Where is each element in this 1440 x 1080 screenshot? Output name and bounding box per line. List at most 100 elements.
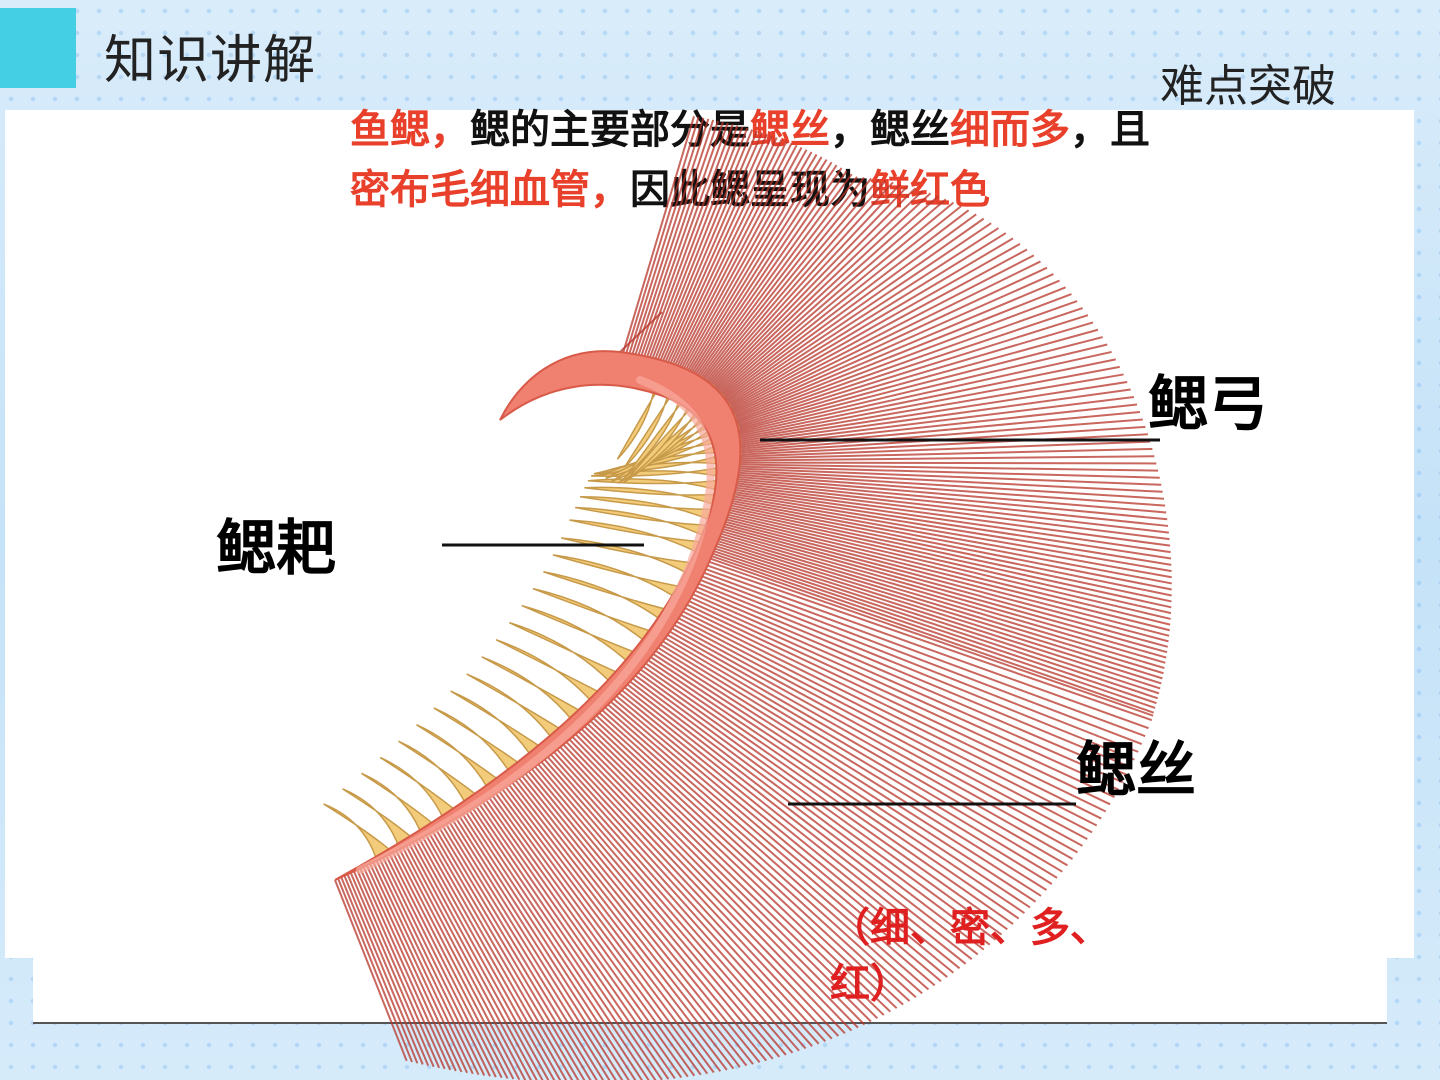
gill-filament-line: [553, 751, 820, 1045]
gill-filament-line: [732, 266, 1048, 415]
gill-filament-line: [712, 552, 1157, 705]
gill-filament-line: [640, 121, 724, 356]
note-line-1: （细、密、多、: [830, 904, 1110, 951]
gill-filament-line: [625, 116, 700, 354]
gill-filament-line: [568, 738, 853, 1032]
gill-filament-line: [721, 205, 962, 397]
gill-filament-line: [577, 730, 872, 1023]
gill-filament-line: [684, 607, 1107, 813]
gill-filament-line: [729, 509, 1172, 609]
gill-filament-line: [698, 170, 848, 377]
gill-filament-line: [378, 858, 486, 1076]
gill-filament-line: [571, 736, 859, 1029]
gill-filament-line: [727, 513, 1171, 620]
gill-filament-line: [733, 495, 1172, 573]
gill-filament-line: [646, 123, 734, 357]
gill-filament-line: [408, 843, 538, 1080]
gill-filament-line: [687, 153, 818, 371]
gill-filament-line: [451, 819, 617, 1080]
gill-filament-line: [671, 627, 1079, 854]
gill-filament-line: [372, 861, 474, 1075]
gill-filament-line: [694, 589, 1128, 776]
gill-filament-line: [685, 151, 813, 370]
gill-filament-line: [680, 614, 1098, 827]
gill-filament-line: [734, 286, 1066, 420]
gill-filament-line: [689, 156, 823, 372]
gill-filament-line: [738, 471, 1165, 500]
gill-filament-line: [639, 668, 1008, 931]
gill-filament-line: [721, 530, 1167, 659]
section-subtitle: 难点突破: [1160, 61, 1336, 112]
gill-filament-line: [481, 801, 676, 1079]
gill-filament-line: [619, 311, 663, 353]
gill-filament-line: [498, 790, 709, 1075]
gill-filament-line: [717, 540, 1163, 680]
gill-filament-line: [589, 720, 898, 1009]
gill-filament-line: [716, 542, 1162, 685]
gill-filament-line: [365, 864, 463, 1073]
gill-filament-line: [737, 328, 1099, 430]
gill-filament-line: [382, 857, 491, 1077]
gill-filament-line: [730, 504, 1172, 597]
gill-raker-tooth: [416, 724, 509, 798]
gill-filament-line: [595, 714, 911, 1002]
gill-filament-line: [359, 868, 452, 1071]
gill-filament-line: [723, 209, 970, 399]
gill-filament-line: [385, 855, 497, 1078]
gill-filament-line: [708, 180, 887, 384]
gill-filament-line: [739, 467, 1162, 486]
gill-filament-line: [735, 488, 1171, 554]
desc-segment: ，鳃丝: [830, 106, 950, 153]
gill-filament-line: [421, 836, 562, 1080]
gill-filament-line: [669, 630, 1074, 860]
gill-filament-line: [707, 564, 1153, 722]
gill-filament-line: [696, 167, 843, 376]
gill-filament-line: [700, 173, 853, 378]
gill-filament-line: [736, 307, 1083, 425]
gill-filament-line: [734, 493, 1172, 566]
gill-filament-line: [445, 823, 605, 1080]
gill-filament-line: [664, 637, 1063, 873]
gill-filament-line: [728, 511, 1172, 615]
gill-filament-line: [682, 610, 1102, 820]
gill-filament-line: [461, 813, 637, 1080]
gill-filament-line: [501, 788, 715, 1074]
gill-filament-line: [654, 127, 749, 359]
gill-filament-line: [657, 646, 1047, 891]
gill-filament-line: [580, 728, 879, 1020]
gill-filament-line: [713, 185, 909, 388]
gill-filaments: [334, 116, 1172, 1080]
gill-filament-line: [732, 500, 1172, 585]
gill-raker-tooth: [379, 756, 463, 826]
gill-filament-line: [362, 866, 457, 1072]
gill-filament-line: [634, 674, 997, 941]
desc-segment: ，且: [1070, 106, 1150, 153]
gill-filament-line: [740, 388, 1131, 445]
gill-filament-line: [610, 700, 942, 983]
gill-filament-line: [680, 146, 803, 368]
gill-filament-line: [375, 860, 480, 1076]
gill-filament-line: [740, 396, 1135, 447]
gill-filament-line: [730, 248, 1028, 410]
gill-filament-line: [353, 871, 441, 1069]
label-gill-raker: 鳃耙: [216, 514, 336, 584]
gill-filament-line: [448, 821, 611, 1080]
gill-filament-line: [722, 528, 1168, 654]
gill-filament-line: [471, 807, 657, 1080]
gill-filament-line: [626, 683, 979, 956]
gill-filament-line: [720, 201, 955, 396]
gill-filament-line: [715, 189, 924, 390]
note-line-2: 红）: [830, 960, 910, 1007]
gill-filament-line: [727, 516, 1171, 626]
gill-filament-line: [441, 825, 598, 1080]
gill-filament-line: [458, 815, 630, 1080]
gill-filament-line: [690, 596, 1120, 791]
filament-note: （细、密、多、 红）: [830, 900, 1170, 1012]
gill-filament-line: [628, 117, 705, 354]
gill-filament-line: [659, 130, 758, 361]
gill-filament-line: [717, 192, 932, 392]
gill-filament-line: [650, 656, 1031, 909]
gill-filament-line: [724, 213, 977, 400]
description-text: 鱼鳃，鳃的主要部分是鳃丝，鳃丝细而多，且 密布毛细血管，因此鳃呈现为鲜红色: [350, 100, 1330, 220]
gill-filament-line: [736, 482, 1169, 534]
